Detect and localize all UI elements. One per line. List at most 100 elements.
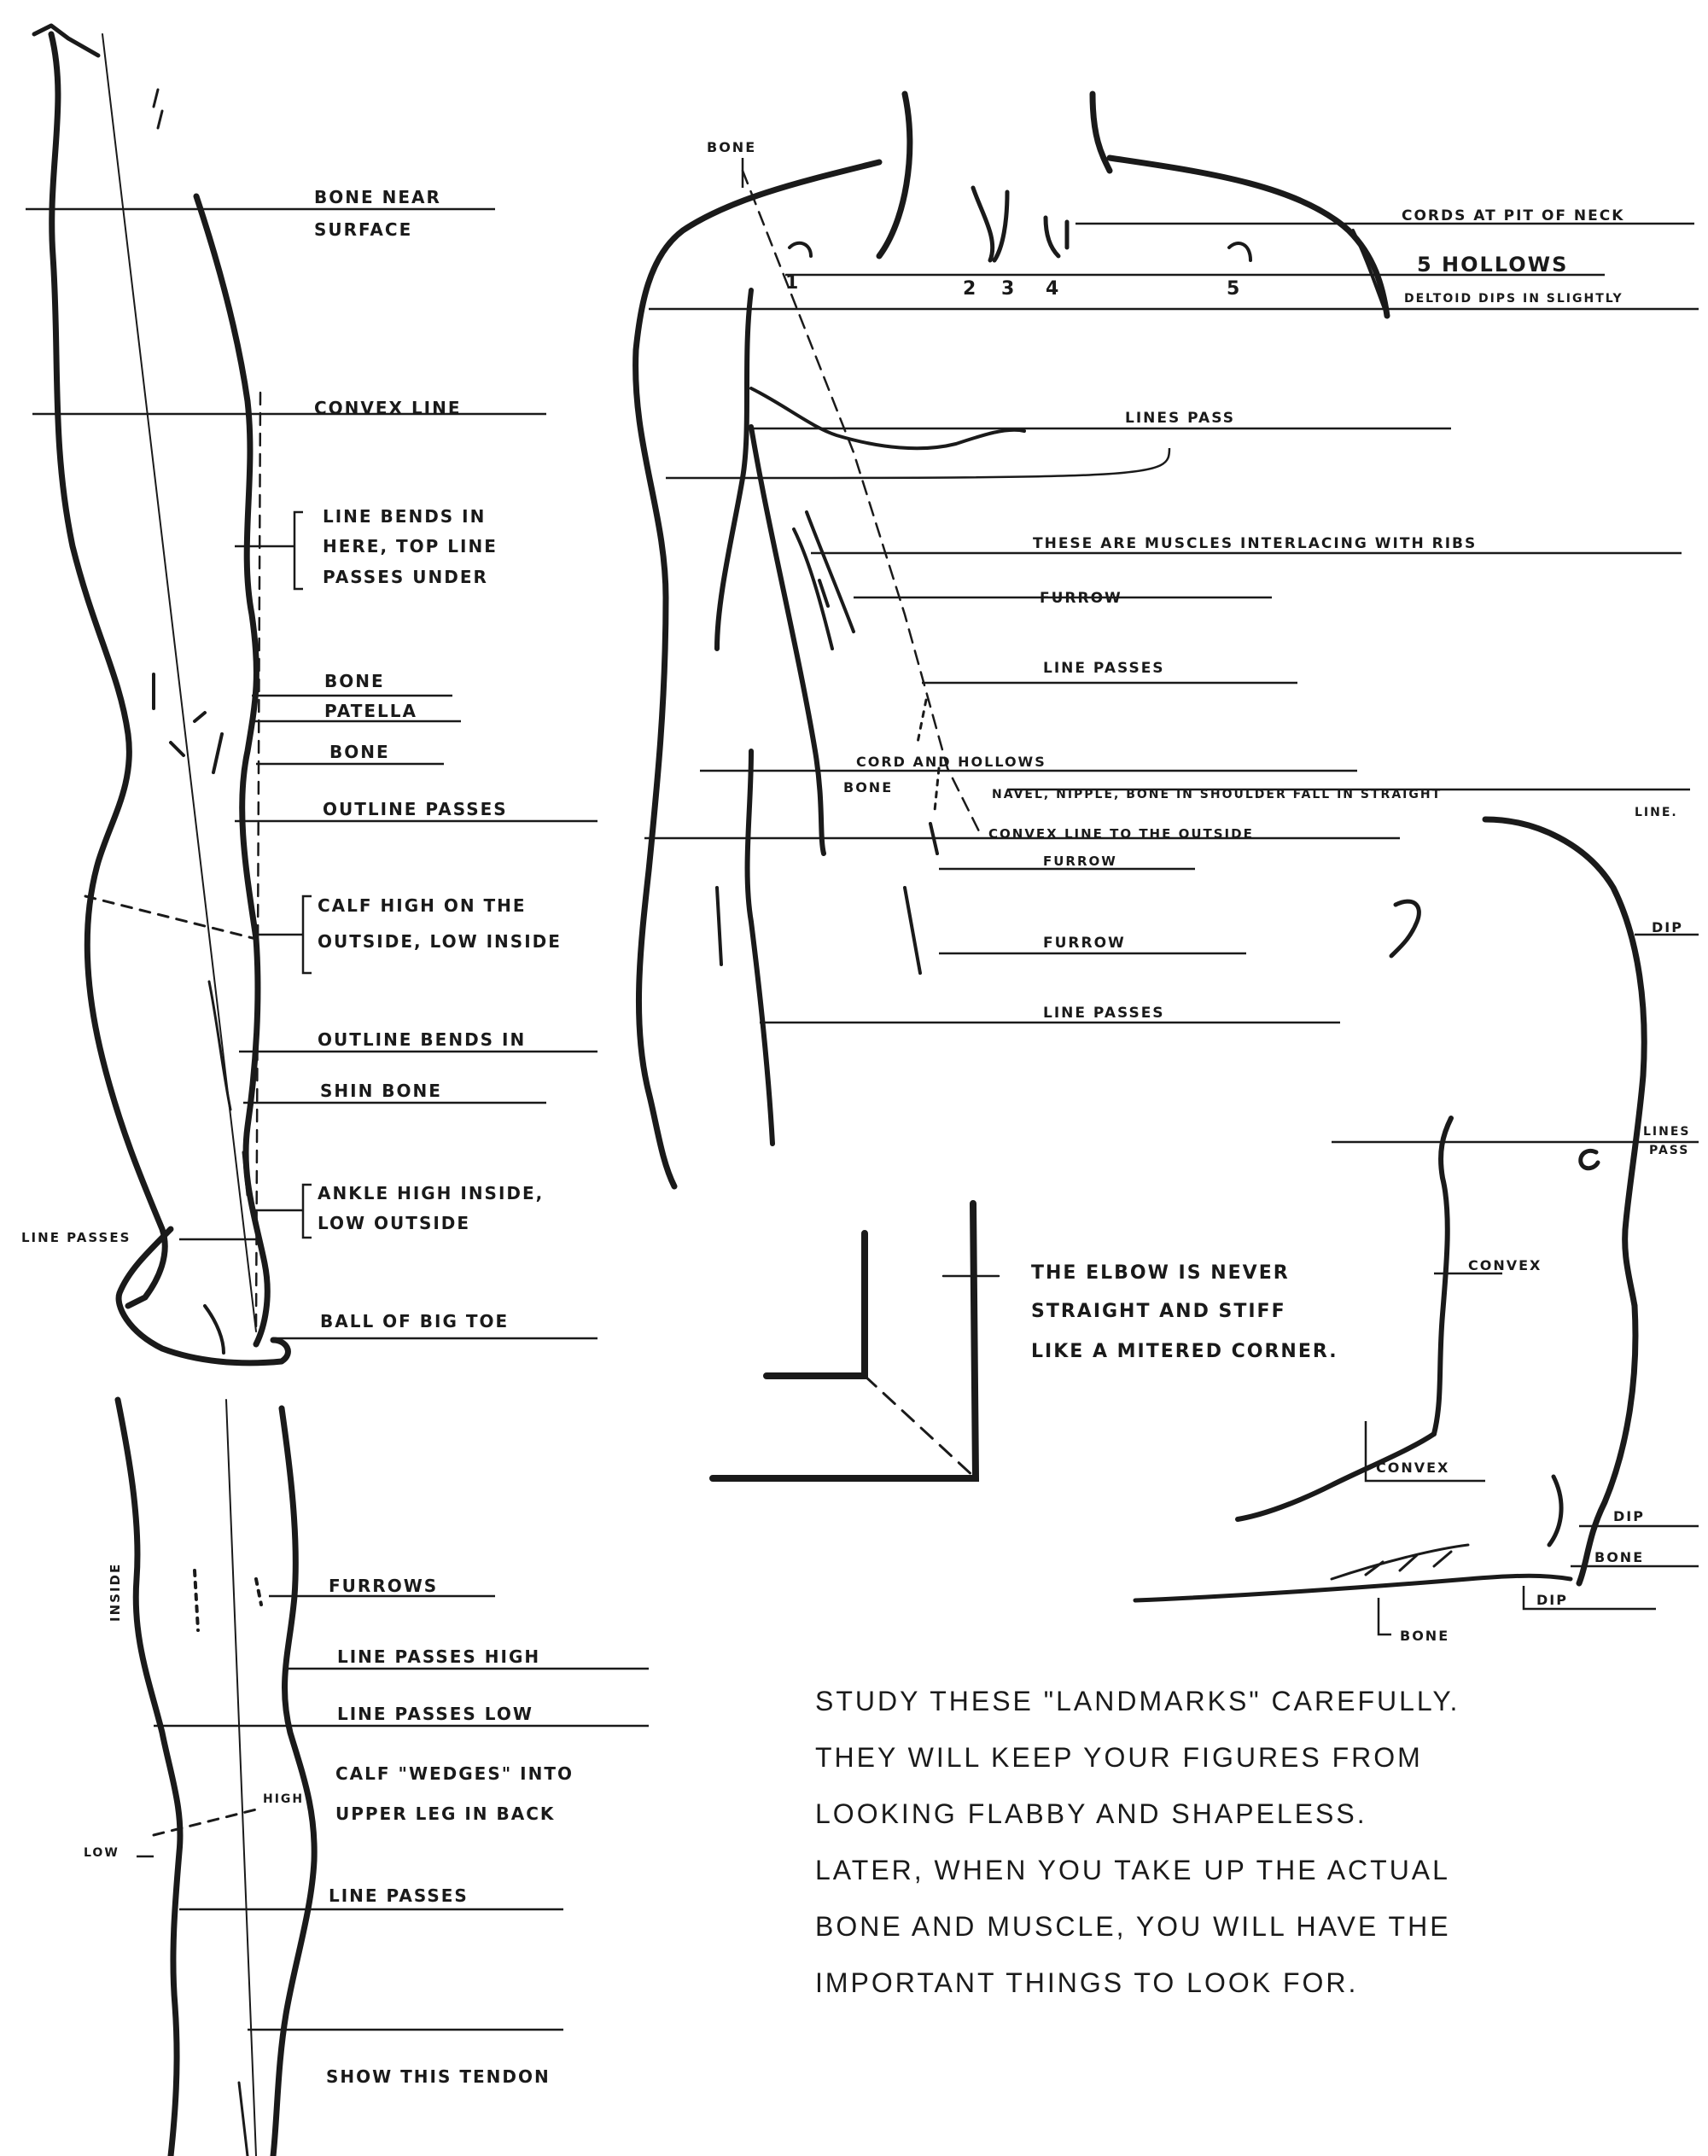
elbow-g-mark	[1581, 1151, 1598, 1168]
label-cord-and-hollows: CORD AND HOLLOWS	[856, 754, 1046, 770]
shin-marks	[209, 982, 248, 1195]
hollow-number-2: 2	[963, 278, 977, 300]
label-cords-at-pit-of-neck: CORDS AT PIT OF NECK	[1402, 207, 1624, 224]
label-line-word: LINE.	[1635, 806, 1678, 819]
label-ankle-high-1: ANKLE HIGH INSIDE,	[318, 1183, 544, 1203]
label-lines-1: LINES	[1643, 1125, 1691, 1139]
mitered-corner-diagram	[713, 1203, 999, 1478]
label-bone-1: BONE	[324, 671, 385, 691]
tendon-line	[239, 2083, 248, 2156]
label-line-bends-in-1: LINE BENDS IN	[323, 506, 486, 527]
leg-back-axis-line	[226, 1400, 256, 2156]
label-calf-high-2: OUTSIDE, LOW INSIDE	[318, 931, 562, 952]
label-bone-near-surface-2: SURFACE	[314, 219, 412, 240]
torso-lower-left	[748, 751, 772, 1144]
label-line-passes-back: LINE PASSES	[329, 1885, 469, 1906]
leg-side-left-outline	[51, 34, 165, 1306]
calf-dashed-line-back	[154, 1809, 256, 1835]
label-shin-bone: SHIN BONE	[320, 1081, 442, 1101]
torso-text: BONE CORDS AT PIT OF NECK 5 HOLLOWS 1 2 …	[707, 139, 1678, 1022]
arm-bottom-line	[1135, 1576, 1571, 1600]
label-convex-1: CONVEX	[1468, 1257, 1542, 1273]
leg-side-dashed-line	[256, 393, 260, 1331]
label-lines-pass: LINES PASS	[1125, 410, 1235, 427]
label-ankle-high-2: LOW OUTSIDE	[318, 1213, 470, 1233]
label-line-passes-2: LINE PASSES	[1043, 1005, 1165, 1022]
label-line-bends-in-2: HERE, TOP LINE	[323, 536, 498, 556]
elbow-note-line-1: THE ELBOW IS NEVER	[1031, 1262, 1290, 1284]
label-calf-wedges-1: CALF "WEDGES" INTO	[335, 1763, 574, 1784]
inner-arm-left	[717, 290, 751, 649]
chest-line	[751, 388, 1024, 448]
arm-view	[1135, 819, 1644, 1600]
study-note-line-6: IMPORTANT THINGS TO LOOK FOR.	[815, 1955, 1677, 2011]
navel-line-dashed	[743, 171, 982, 836]
label-furrow-3: FURROW	[1043, 935, 1126, 952]
shoulder-right-drop	[1353, 230, 1387, 316]
label-line-passes-ankle: LINE PASSES	[21, 1230, 131, 1245]
label-inside: INSIDE	[108, 1563, 123, 1622]
study-note: STUDY THESE "LANDMARKS" CAREFULLY. THEY …	[815, 1673, 1677, 2011]
leg-side-view	[34, 26, 288, 1363]
arm-inner-lower	[1238, 1434, 1434, 1519]
study-note-line-3: LOOKING FLABBY AND SHAPELESS.	[815, 1786, 1677, 1842]
label-convex-outside: CONVEX LINE TO THE OUTSIDE	[988, 826, 1254, 842]
label-muscles-interlacing: THESE ARE MUSCLES INTERLACING WITH RIBS	[1033, 535, 1477, 552]
top-hatch-marks	[154, 90, 162, 128]
arm-inner	[1434, 1118, 1451, 1434]
neck-left	[879, 94, 910, 256]
label-calf-high-1: CALF HIGH ON THE	[318, 895, 527, 916]
study-note-line-5: BONE AND MUSCLE, YOU WILL HAVE THE	[815, 1898, 1677, 1955]
label-show-this-tendon: SHOW THIS TENDON	[326, 2066, 551, 2087]
pectoral-marks	[790, 243, 1250, 260]
label-line-passes-low: LINE PASSES LOW	[337, 1704, 533, 1724]
leg-back-text: INSIDE FURROWS LINE PASSES HIGH LINE PAS…	[84, 1563, 574, 2087]
label-dip-2: DIP	[1613, 1508, 1645, 1524]
calf-dashed-line	[85, 896, 256, 939]
label-convex-line: CONVEX LINE	[314, 398, 462, 418]
elbow-note-line-3: LIKE A MITERED CORNER.	[1031, 1341, 1338, 1362]
torso-side-left	[751, 427, 824, 854]
label-bone-torso: BONE	[707, 139, 756, 155]
rib-marks	[794, 512, 854, 649]
label-furrows: FURROWS	[329, 1576, 438, 1596]
elbow-note: THE ELBOW IS NEVER STRAIGHT AND STIFF LI…	[1031, 1262, 1338, 1362]
elbow-note-line-2: STRAIGHT AND STIFF	[1031, 1301, 1286, 1322]
label-line-bends-in-3: PASSES UNDER	[323, 567, 488, 587]
label-5-hollows: 5 HOLLOWS	[1417, 253, 1568, 277]
arm-wrist-hatch	[1332, 1545, 1468, 1579]
mitered-corner-diagonal	[865, 1376, 976, 1478]
label-dip-top: DIP	[1652, 919, 1683, 935]
mitered-corner-outer	[713, 1203, 976, 1478]
leg-back-right-outline	[273, 1408, 314, 2156]
hollow-number-5: 5	[1227, 278, 1241, 300]
label-calf-wedges-2: UPPER LEG IN BACK	[335, 1803, 555, 1824]
label-line-passes-high: LINE PASSES HIGH	[337, 1646, 540, 1667]
study-note-line-2: THEY WILL KEEP YOUR FIGURES FROM	[815, 1729, 1677, 1786]
leg-side-pointers	[26, 209, 598, 1338]
study-note-line-4: LATER, WHEN YOU TAKE UP THE ACTUAL	[815, 1842, 1677, 1898]
shoulder-right	[1110, 158, 1387, 316]
label-furrow-1: FURROW	[1040, 590, 1122, 607]
label-deltoid-dips: DELTOID DIPS IN SLIGHTLY	[1404, 292, 1623, 306]
label-bone-near-surface-1: BONE NEAR	[314, 187, 441, 207]
label-low: LOW	[84, 1846, 120, 1860]
leg-side-top-cap	[34, 26, 98, 55]
label-bone-arm-2: BONE	[1400, 1628, 1449, 1644]
label-pass-1: PASS	[1649, 1144, 1689, 1157]
label-high: HIGH	[263, 1792, 304, 1806]
shoulder-left	[636, 162, 879, 1186]
label-line-passes-1: LINE PASSES	[1043, 660, 1165, 677]
torso-pointers	[644, 158, 1699, 1023]
label-patella: PATELLA	[324, 701, 417, 721]
label-bone-2: BONE	[329, 742, 390, 762]
label-navel-nipple: NAVEL, NIPPLE, BONE IN SHOULDER FALL IN …	[992, 788, 1442, 801]
label-bone-torso-2: BONE	[843, 779, 893, 795]
study-note-line-1: STUDY THESE "LANDMARKS" CAREFULLY.	[815, 1673, 1677, 1729]
hollow-number-3: 3	[1001, 278, 1016, 300]
toe-marks	[205, 1306, 224, 1353]
label-outline-bends-in: OUTLINE BENDS IN	[318, 1029, 526, 1050]
leg-back-view	[118, 1400, 314, 2156]
hollow-number-4: 4	[1046, 278, 1060, 300]
